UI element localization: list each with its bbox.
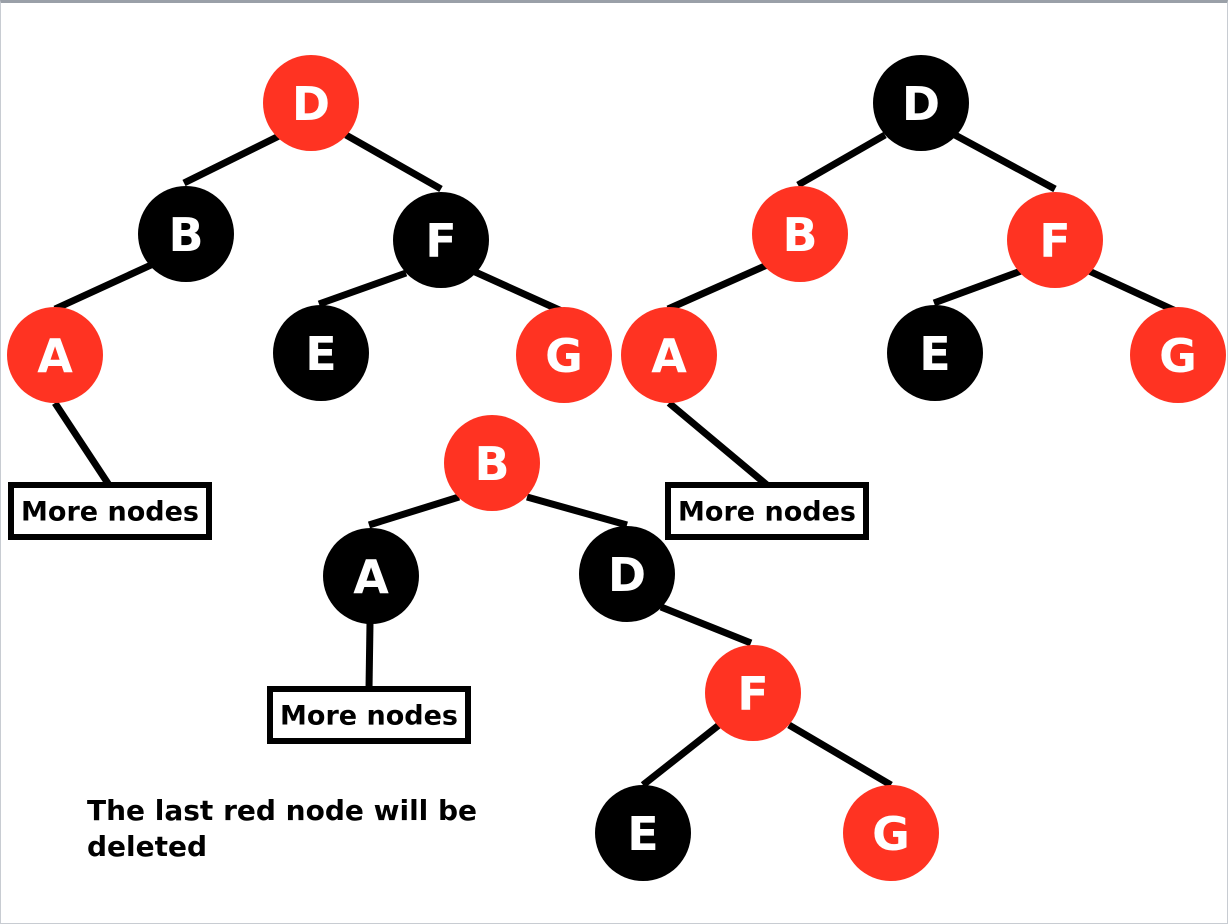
edge-t2-D-F: [953, 131, 1057, 193]
node-label: A: [37, 329, 73, 383]
node-circle: [138, 186, 234, 282]
more-nodes-label: More nodes: [21, 497, 199, 528]
node-t3-F: F: [705, 645, 801, 741]
node-t2-D: D: [873, 55, 969, 151]
edge-t2-D-B: [796, 131, 887, 189]
node-t2-A: A: [621, 307, 717, 403]
node-label: B: [168, 208, 203, 262]
node-label: G: [872, 807, 910, 861]
node-t1-E: E: [273, 305, 369, 401]
node-label: E: [305, 327, 336, 381]
node-label: B: [474, 437, 509, 491]
node-t2-F: F: [1007, 192, 1103, 288]
edge-t3-B-A: [367, 493, 461, 529]
node-t2-B: B: [752, 186, 848, 282]
edge-t3-F-E: [640, 722, 722, 788]
edge-t1-A-more: [52, 401, 112, 487]
edges: [52, 131, 1180, 789]
node-t1-B: B: [138, 186, 234, 282]
node-label: F: [737, 667, 768, 721]
edge-t1-D-B: [182, 131, 283, 187]
more-nodes-frame: [267, 686, 471, 744]
node-circle: [263, 55, 359, 151]
node-circle: [843, 785, 939, 881]
node-t1-F: F: [393, 192, 489, 288]
node-t2-G: G: [1130, 307, 1226, 403]
node-circle: [393, 192, 489, 288]
node-label: G: [1159, 329, 1197, 383]
node-label: A: [651, 329, 687, 383]
node-label: D: [608, 548, 646, 602]
edge-t2-B-A: [666, 261, 769, 313]
edge-t2-F-E: [932, 267, 1023, 307]
node-circle: [444, 415, 540, 511]
node-circle: [595, 785, 691, 881]
edge-t1-F-G: [471, 267, 568, 317]
node-circle: [273, 305, 369, 401]
node-label: D: [902, 77, 940, 131]
node-label: F: [425, 214, 456, 268]
nodes: D B F A E G: [7, 55, 1226, 881]
edge-t2-F-G: [1087, 267, 1180, 316]
more-nodes-label: More nodes: [280, 701, 458, 732]
edge-t3-B-D: [526, 493, 628, 529]
node-t1-A: A: [7, 307, 103, 403]
edge-t3-A-more: [365, 622, 374, 690]
node-t1-G: G: [516, 307, 612, 403]
edge-t1-F-E: [317, 269, 408, 308]
edge-t3-D-F: [659, 603, 753, 647]
more-nodes-box-t2: More nodes: [665, 482, 869, 540]
node-circle: [579, 526, 675, 622]
edge-t1-B-A: [53, 261, 153, 313]
edge-t1-D-F: [344, 131, 443, 193]
node-t3-D: D: [579, 526, 675, 622]
node-circle: [7, 307, 103, 403]
node-t3-B: B: [444, 415, 540, 511]
more-nodes-box-t3: More nodes: [267, 686, 471, 744]
node-t2-E: E: [887, 305, 983, 401]
node-circle: [887, 305, 983, 401]
node-circle: [323, 528, 419, 624]
tree-diagram: D B F A E G: [7, 55, 1226, 881]
node-t3-A: A: [323, 528, 419, 624]
node-circle: [1007, 192, 1103, 288]
edge-t3-F-G: [787, 721, 893, 789]
caption-text: The last red node will be deleted: [87, 794, 478, 863]
node-label: E: [627, 807, 658, 861]
more-nodes-label: More nodes: [678, 497, 856, 528]
node-label: F: [1039, 214, 1070, 268]
edge-t2-A-more: [666, 400, 770, 488]
node-circle: [516, 307, 612, 403]
node-t1-D: D: [263, 55, 359, 151]
node-label: E: [919, 327, 950, 381]
more-nodes-frame: [665, 482, 869, 540]
node-circle: [705, 645, 801, 741]
node-circle: [873, 55, 969, 151]
node-label: D: [292, 77, 330, 131]
node-circle: [752, 186, 848, 282]
more-nodes-frame: [8, 482, 212, 540]
node-label: G: [545, 329, 583, 383]
node-t3-G: G: [843, 785, 939, 881]
node-t3-E: E: [595, 785, 691, 881]
node-circle: [1130, 307, 1226, 403]
more-nodes-box-t1: More nodes: [8, 482, 212, 540]
node-circle: [621, 307, 717, 403]
node-label: B: [782, 208, 817, 262]
node-label: A: [353, 550, 389, 604]
